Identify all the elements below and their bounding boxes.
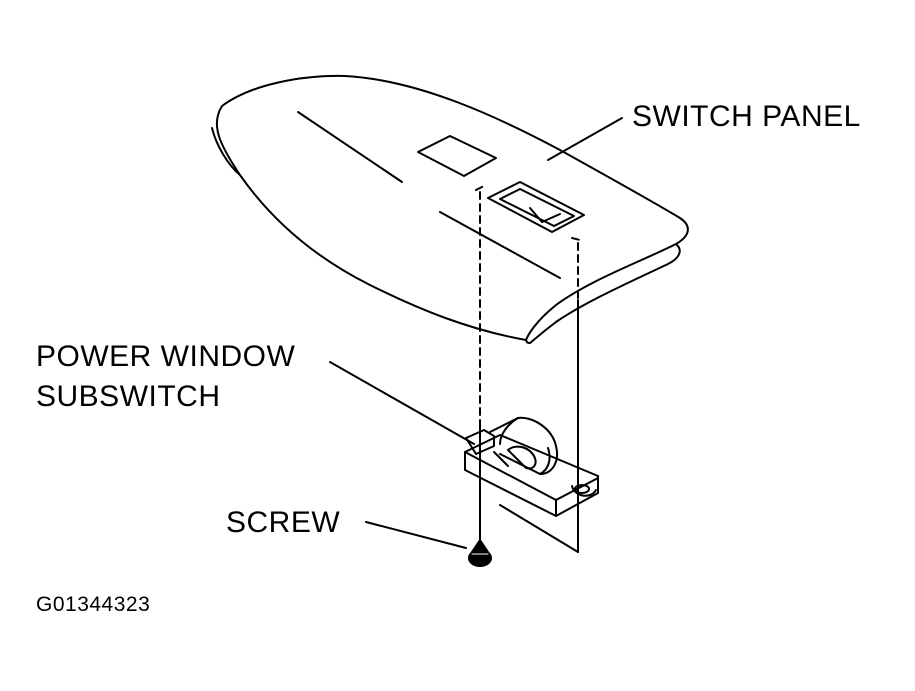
panel-groove-1	[298, 112, 402, 182]
subswitch-leader	[330, 362, 474, 444]
switch-opening	[488, 182, 584, 232]
power-window-label-line1: POWER WINDOW	[36, 340, 296, 373]
screw-label: SCREW	[226, 506, 341, 539]
screw-shape	[469, 540, 491, 566]
panel-recess	[418, 136, 496, 176]
switch-panel-label: SWITCH PANEL	[632, 100, 861, 133]
power-window-label-line2: SUBSWITCH	[36, 380, 221, 413]
power-window-subswitch-shape	[465, 418, 598, 516]
figure-code: G01344323	[36, 593, 151, 616]
alignment-solid-lines	[480, 300, 578, 552]
screw-leader	[366, 522, 466, 548]
switch-panel-leader	[548, 118, 622, 160]
panel-groove-2	[440, 212, 560, 278]
switch-panel-shape	[212, 76, 688, 343]
